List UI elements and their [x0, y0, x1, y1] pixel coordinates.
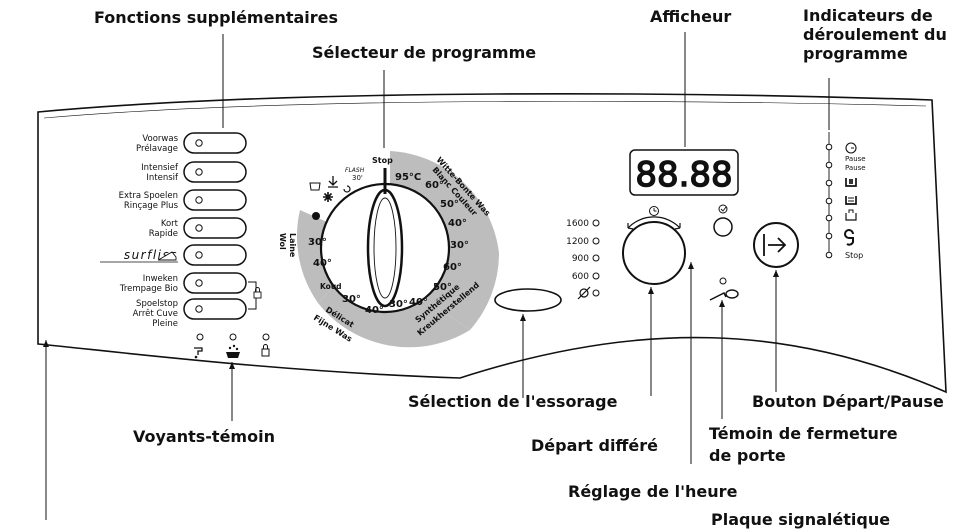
lock-icon	[253, 287, 262, 299]
door-lock-icon	[261, 344, 270, 357]
dial-temp: 95°C	[395, 172, 421, 183]
option-label: Kort	[161, 219, 179, 229]
dial-wool-label: Laine	[288, 233, 297, 258]
option-label: Trempage Bio	[119, 284, 178, 294]
delayed-start-label: Départ différé	[531, 436, 658, 455]
dial-temp: 50°	[433, 282, 452, 293]
spin-button[interactable]	[494, 288, 562, 312]
rating-plate-label: Plaque signalétique	[711, 510, 891, 529]
warning-lights-label: Voyants-témoin	[133, 427, 275, 446]
progress-indicators-label-2: déroulement du	[803, 25, 947, 44]
program-dial[interactable]	[296, 151, 500, 348]
timer-icon	[649, 206, 659, 216]
hand-wash-icon	[309, 182, 321, 191]
clock-setting-label: Réglage de l'heure	[568, 482, 738, 501]
iron-icon	[157, 251, 177, 261]
spin-selection-label: Sélection de l'essorage	[408, 392, 618, 411]
timer-step-icon	[845, 142, 857, 154]
option-label: Intensif	[146, 173, 179, 183]
progress-indicators: Pause Pause Stop	[825, 132, 866, 260]
dial-temp: 60°	[443, 262, 462, 273]
dial-flash-label: FLASH	[345, 167, 365, 174]
delayed-start-knob[interactable]	[622, 206, 686, 285]
option-buttons-group	[183, 132, 262, 320]
progress-label-pause: Pause	[845, 164, 866, 172]
spin-speed-label: 900	[572, 254, 589, 264]
spin-speed-label: 600	[572, 272, 589, 282]
progress-indicators-label-1: Indicateurs de	[803, 6, 933, 25]
spin-step-icon	[844, 229, 854, 246]
dial-segment-white	[390, 151, 499, 253]
option-label: Extra Spoelen	[119, 191, 178, 201]
option-label: Intensief	[141, 163, 179, 173]
option-button[interactable]	[183, 272, 247, 294]
soak-step-icon	[845, 209, 857, 221]
door-lock-light	[709, 277, 739, 301]
spin-speed-label: 1600	[566, 219, 589, 229]
dial-stop-label: Stop	[372, 156, 393, 165]
dial-temp: 40°	[409, 297, 428, 308]
leader-lines	[45, 32, 830, 520]
rinse-step-icon	[845, 196, 857, 205]
dial-koud-label: Koud	[320, 282, 342, 291]
display-panel: 88.88	[629, 149, 739, 196]
dial-grip	[366, 188, 404, 308]
option-label: Rinçage Plus	[124, 201, 179, 211]
option-button[interactable]	[183, 244, 247, 266]
spin-selector: 1600 1200 900 600	[494, 219, 600, 312]
option-label: Arrêt Cuve	[133, 308, 178, 319]
option-button[interactable]	[183, 132, 247, 154]
display-digits: 88.88	[635, 155, 732, 195]
option-label: Spoelstop	[136, 299, 178, 309]
dial-temp: 60°	[425, 180, 444, 191]
progress-label-pause: Pause	[845, 155, 866, 163]
no-spin-icon	[577, 286, 591, 300]
spin-speed-label: 1200	[566, 237, 589, 247]
snowflake-icon	[323, 192, 333, 202]
program-selector-label: Sélecteur de programme	[312, 43, 537, 62]
clock-icon	[718, 204, 728, 214]
option-label: Voorwas	[142, 134, 178, 144]
dial-temp: 30°	[308, 237, 327, 248]
basin-icon	[226, 344, 240, 358]
dial-temp: 40°	[365, 305, 384, 316]
wash-step-icon	[845, 178, 857, 187]
option-button[interactable]	[183, 217, 247, 239]
dial-flash-time: 30'	[352, 174, 363, 182]
progress-indicators-label-3: programme	[803, 44, 908, 63]
option-label: Pleine	[152, 319, 178, 329]
dial-temp: 50°	[440, 199, 459, 210]
extra-functions-label: Fonctions supplémentaires	[94, 8, 339, 27]
dial-temp: 30°	[342, 294, 361, 305]
dial-temp: 40°	[448, 218, 467, 229]
progress-label-stop: Stop	[845, 251, 863, 260]
key-icon	[709, 289, 739, 301]
door-lock-label-2: de porte	[709, 446, 786, 465]
wool-icon	[312, 212, 320, 220]
option-label: Inweken	[143, 274, 178, 284]
dial-wool-label: Wol	[278, 233, 287, 250]
option-label: Prélavage	[136, 143, 178, 154]
dial-temp: 30°	[450, 240, 469, 251]
clock-setting-button[interactable]	[713, 204, 733, 237]
tap-icon	[194, 347, 203, 359]
option-label: Rapide	[149, 229, 178, 239]
drain-icon	[328, 176, 338, 188]
start-pause-button[interactable]	[753, 222, 799, 268]
warning-lights	[194, 333, 270, 359]
option-button[interactable]	[183, 161, 247, 183]
start-pause-icon	[763, 234, 787, 256]
option-button[interactable]	[183, 298, 247, 320]
display-label: Afficheur	[650, 7, 732, 26]
dial-temp: 30°	[389, 299, 408, 310]
start-pause-label: Bouton Départ/Pause	[752, 392, 944, 411]
door-lock-label-1: Témoin de fermeture	[709, 424, 898, 443]
spin-icon	[343, 185, 351, 193]
option-button[interactable]	[183, 189, 247, 211]
dial-temp: 40°	[313, 258, 332, 269]
